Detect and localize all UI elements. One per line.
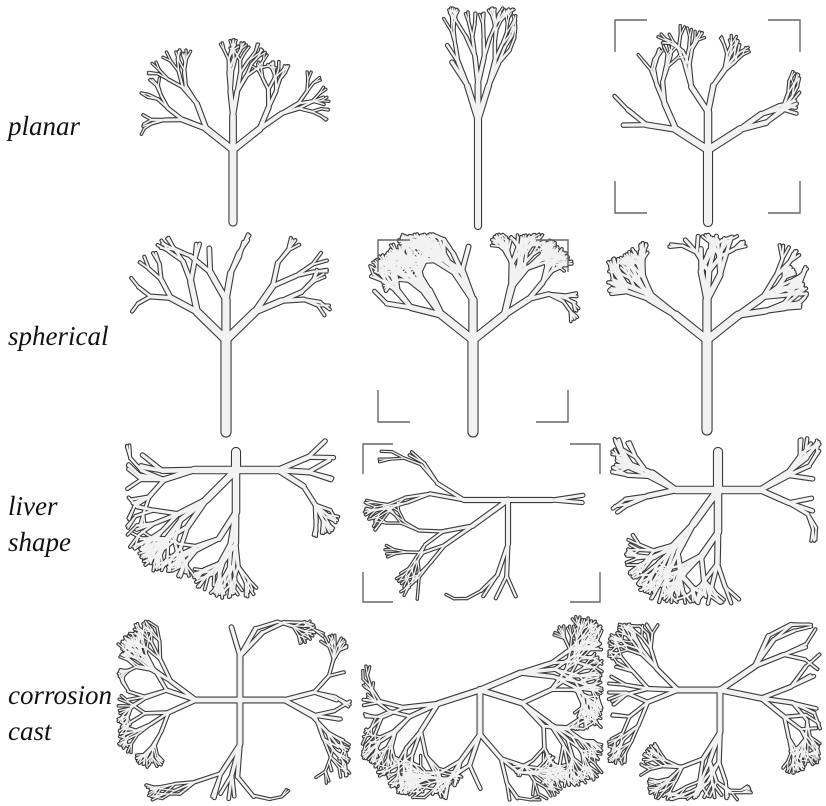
- tree-planar-diamond: [141, 40, 329, 222]
- tree-liver-3: [612, 439, 819, 604]
- tree-cast-3: [609, 624, 820, 800]
- row-label-corrosion-cast: corrosion cast: [8, 677, 112, 749]
- tree-spherical-round: [608, 235, 807, 430]
- tree-liver-1: [127, 441, 338, 598]
- tree-liver-2: [364, 451, 583, 599]
- tree-spherical-dense: [370, 234, 579, 432]
- row-label-line: cast: [8, 713, 112, 749]
- row-label-liver-shape: liver shape: [8, 488, 71, 560]
- tree-planar-column: [444, 8, 516, 226]
- row-label-spherical: spherical: [8, 318, 109, 354]
- tree-planar-round: [615, 26, 800, 222]
- row-label-line: corrosion: [8, 677, 112, 713]
- tree-spherical-sparse: [131, 234, 330, 432]
- row-label-line: spherical: [8, 318, 109, 354]
- row-label-line: planar: [8, 108, 80, 144]
- row-label-line: shape: [8, 524, 71, 560]
- tree-cast-2: [363, 617, 603, 800]
- row-label-line: liver: [8, 488, 71, 524]
- row-label-planar: planar: [8, 108, 80, 144]
- tree-cast-1: [118, 621, 350, 800]
